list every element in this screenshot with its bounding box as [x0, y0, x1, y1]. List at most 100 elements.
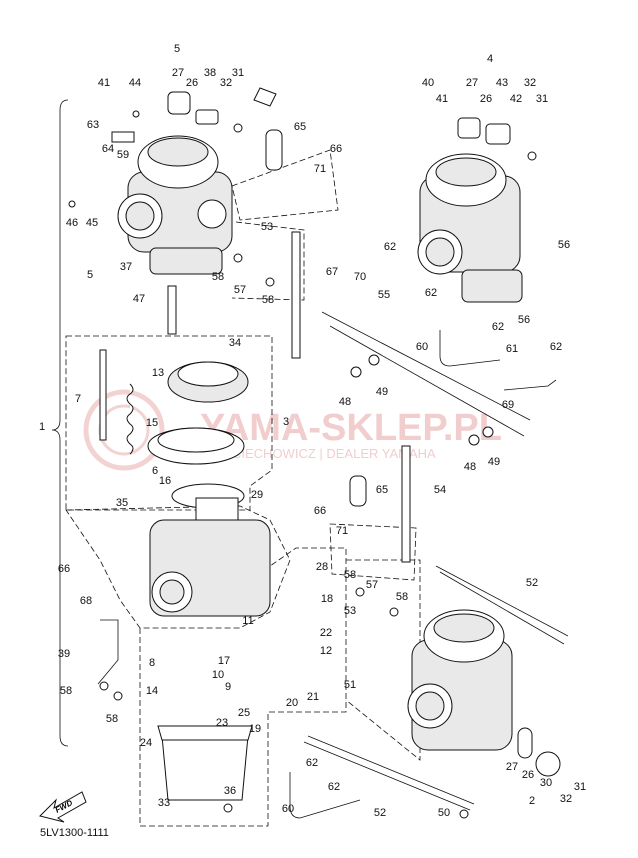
callout-45: 45 [86, 217, 98, 229]
callout-11: 11 [242, 615, 253, 627]
dealer-watermark: YAMA-SKLEP.PL CIECHOWICZ | DEALER YAMAHA [83, 389, 502, 471]
callout-58: 58 [106, 713, 118, 725]
callout-26: 26 [186, 77, 198, 89]
callout-32: 32 [560, 793, 572, 805]
carburetor-assembly-upper-right [417, 117, 523, 303]
callout-18: 18 [321, 593, 333, 605]
callout-39: 39 [58, 648, 70, 660]
callout-58: 58 [212, 271, 224, 283]
hoses-and-rods [97, 87, 569, 819]
callout-62: 62 [425, 287, 437, 299]
callout-57: 57 [234, 284, 246, 296]
callout-66: 66 [330, 143, 342, 155]
callout-31: 31 [536, 93, 548, 105]
callout-47: 47 [133, 293, 145, 305]
callout-13: 13 [152, 367, 164, 379]
hardware-fasteners [68, 110, 537, 819]
callout-36: 36 [224, 785, 236, 797]
callout-28: 28 [316, 561, 328, 573]
callout-31: 31 [574, 781, 586, 793]
callout-29: 29 [251, 489, 263, 501]
callout-41: 41 [98, 77, 110, 89]
watermark-subtitle: CIECHOWICZ | DEALER YAMAHA [232, 446, 436, 461]
callout-40: 40 [422, 77, 434, 89]
callout-37: 37 [120, 261, 132, 273]
callout-59: 59 [117, 149, 129, 161]
callout-41: 41 [436, 93, 448, 105]
group-bracket-1 [51, 99, 69, 747]
callout-12: 12 [320, 645, 332, 657]
callout-22: 22 [320, 627, 332, 639]
watermark-title: YAMA-SKLEP.PL [200, 407, 502, 449]
callout-23: 23 [216, 717, 228, 729]
callout-10: 10 [212, 669, 224, 681]
callout-43: 43 [496, 77, 508, 89]
carburetor-assembly-upper-left [111, 91, 233, 275]
callout-51: 51 [344, 679, 356, 691]
callout-53: 53 [261, 221, 273, 233]
callout-26: 26 [522, 769, 534, 781]
forward-arrow-icon: FWD [39, 791, 87, 823]
callout-53: 53 [344, 605, 356, 617]
callout-17: 17 [218, 655, 230, 667]
callout-66: 66 [58, 563, 70, 575]
callout-33: 33 [158, 797, 170, 809]
watermark-logo [83, 389, 165, 471]
callout-19: 19 [249, 723, 261, 735]
callout-14: 14 [146, 685, 158, 697]
callout-65: 65 [294, 121, 306, 133]
callout-64: 64 [102, 143, 114, 155]
callout-42: 42 [510, 93, 522, 105]
callout-4: 4 [487, 53, 493, 65]
callout-27: 27 [172, 67, 184, 79]
callout-21: 21 [307, 691, 319, 703]
callout-30: 30 [540, 777, 552, 789]
callout-25: 25 [238, 707, 250, 719]
callout-50: 50 [438, 807, 450, 819]
carburetor-assembly-lower-right [407, 609, 561, 777]
callout-58: 58 [262, 294, 274, 306]
callout-5: 5 [87, 269, 93, 281]
callout-62: 62 [384, 241, 396, 253]
callout-67: 67 [326, 266, 338, 278]
callout-34: 34 [229, 337, 241, 349]
callout-16: 16 [159, 475, 171, 487]
callout-52: 52 [526, 577, 538, 589]
carburetor-exploded-center [99, 349, 271, 617]
callout-60: 60 [282, 803, 294, 815]
callout-1: 1 [39, 421, 45, 433]
callout-48: 48 [339, 396, 351, 408]
callout-9: 9 [225, 681, 231, 693]
callout-7: 7 [75, 393, 81, 405]
callout-27: 27 [466, 77, 478, 89]
callout-62: 62 [492, 321, 504, 333]
callout-58: 58 [344, 569, 356, 581]
callout-70: 70 [354, 271, 366, 283]
callout-52: 52 [374, 807, 386, 819]
callout-20: 20 [286, 697, 298, 709]
callout-6: 6 [152, 465, 158, 477]
callout-8: 8 [149, 657, 155, 669]
callout-71: 71 [336, 525, 348, 537]
callout-49: 49 [488, 456, 500, 468]
float-bowl [157, 725, 253, 801]
callout-2: 2 [529, 795, 535, 807]
callout-26: 26 [480, 93, 492, 105]
callout-5: 5 [174, 43, 180, 55]
callout-66: 66 [314, 505, 326, 517]
callout-60: 60 [416, 341, 428, 353]
callout-27: 27 [506, 761, 518, 773]
callout-31: 31 [232, 67, 244, 79]
callout-56: 56 [518, 314, 530, 326]
callout-38: 38 [204, 67, 216, 79]
callout-58: 58 [396, 591, 408, 603]
callout-57: 57 [366, 579, 378, 591]
callout-32: 32 [220, 77, 232, 89]
callout-61: 61 [506, 343, 518, 355]
callout-55: 55 [378, 289, 390, 301]
callout-49: 49 [376, 386, 388, 398]
callout-62: 62 [550, 341, 562, 353]
callout-32: 32 [524, 77, 536, 89]
